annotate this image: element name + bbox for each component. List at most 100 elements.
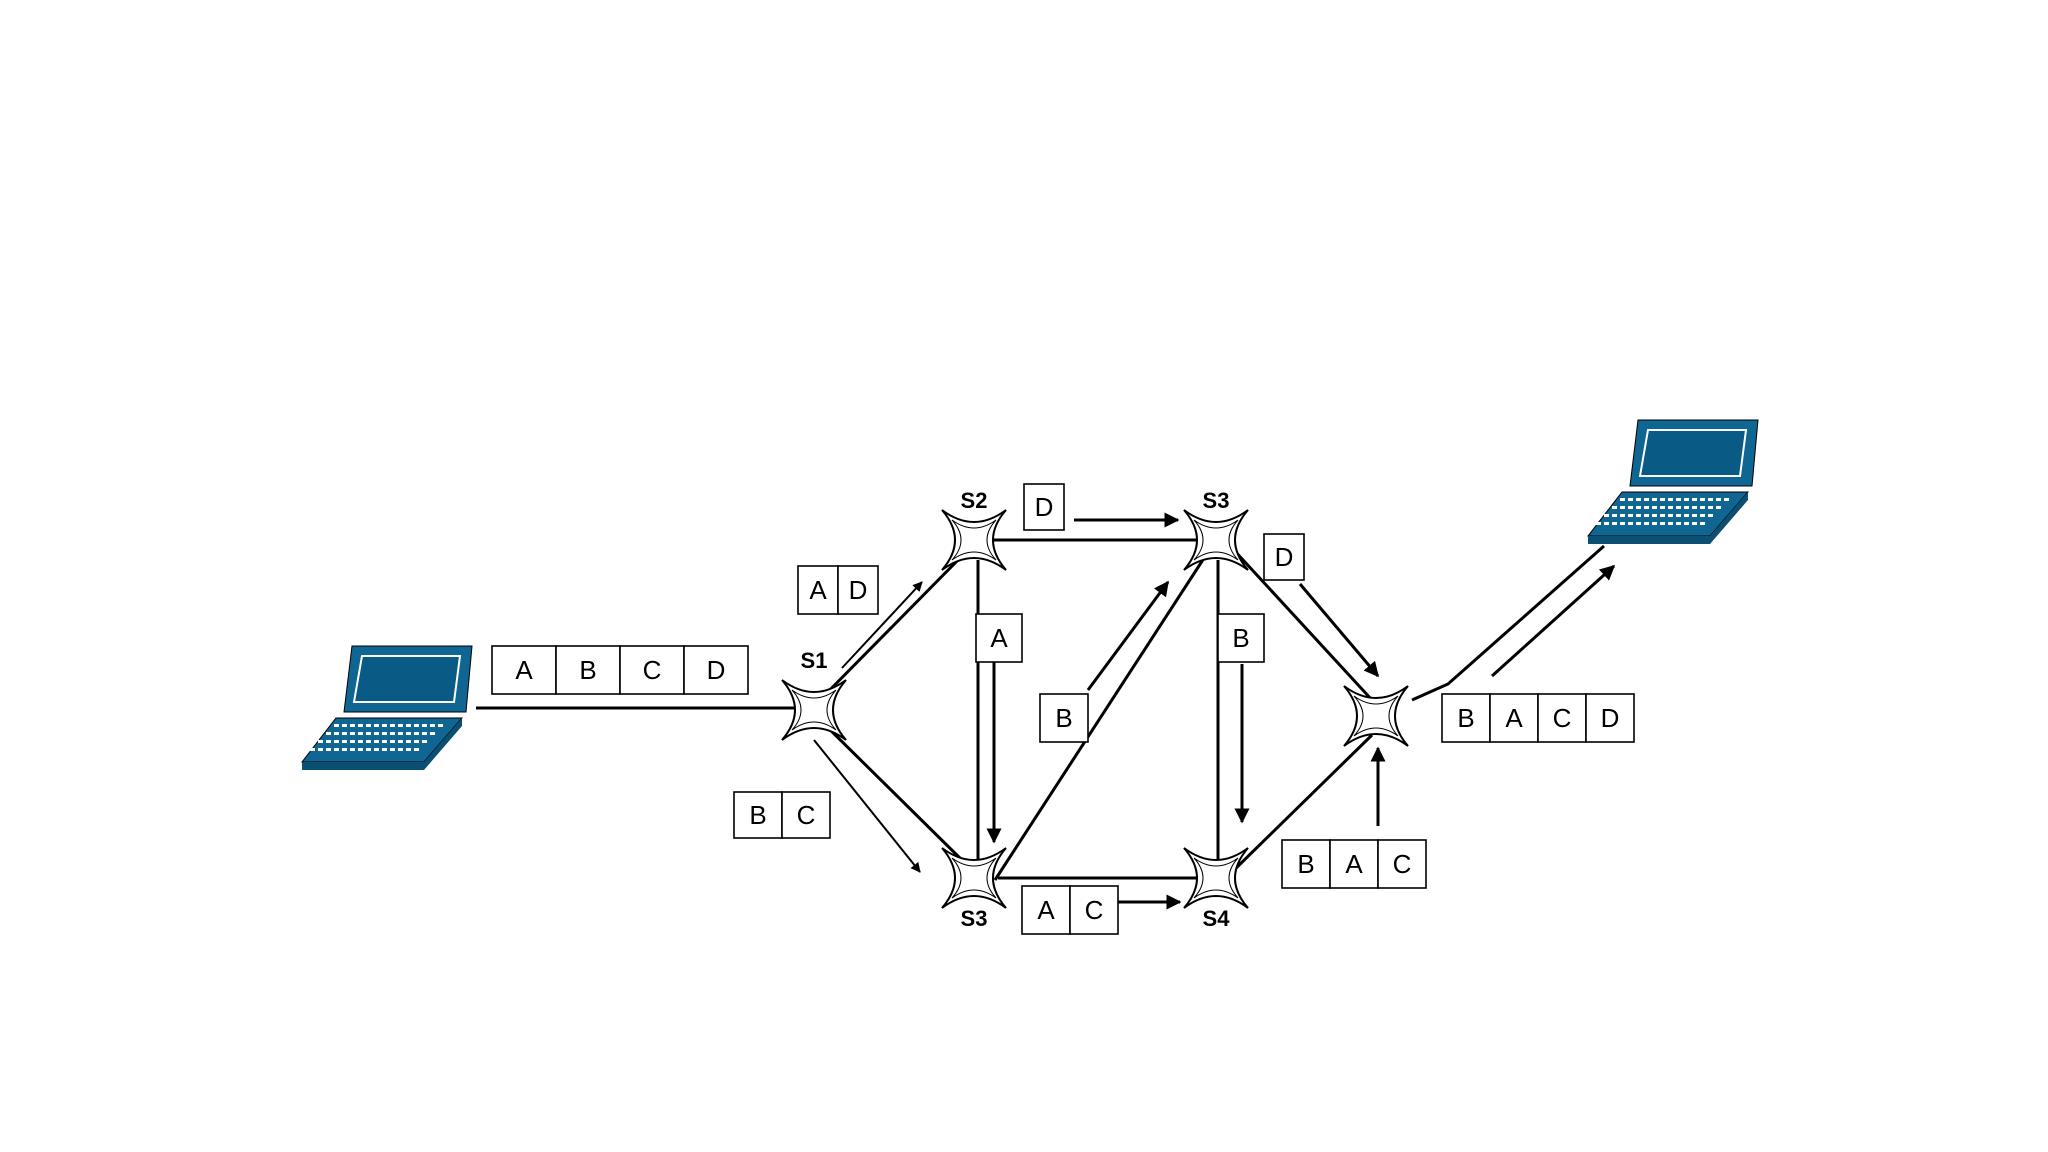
arrow-s3top-exit: [1298, 583, 1380, 678]
keyboard-key: [1620, 506, 1625, 509]
keyboard-key: [1700, 506, 1705, 509]
packet-box: [1537, 693, 1587, 743]
keyboard-key: [350, 724, 355, 727]
keyboard-key: [1700, 498, 1705, 501]
keyboard-key: [326, 748, 331, 751]
keyboard-key: [1604, 514, 1609, 517]
keyboard-key: [1708, 498, 1713, 501]
keyboard-key: [1652, 522, 1657, 525]
switch-icon: [1343, 685, 1409, 747]
keyboard-key: [334, 732, 339, 735]
keyboard-key: [358, 748, 363, 751]
keyboard-key: [398, 740, 403, 743]
switch-icon: [781, 679, 847, 741]
packet-box: [837, 565, 879, 615]
keyboard-key: [1628, 522, 1633, 525]
keyboard-key: [1700, 514, 1705, 517]
keyboard-key: [398, 748, 403, 751]
packet-box: [1329, 839, 1379, 889]
keyboard-key: [382, 740, 387, 743]
packet-label: D: [1601, 703, 1620, 733]
arrow-s3bottom-s3top: [1086, 580, 1170, 691]
keyboard-key: [1628, 498, 1633, 501]
keyboard-key: [1620, 514, 1625, 517]
keyboard-key: [366, 748, 371, 751]
destination-laptop-icon: [1586, 419, 1759, 544]
keyboard-key: [1684, 522, 1689, 525]
packet-box: [797, 565, 839, 615]
packet-label: B: [749, 800, 766, 830]
packet-box: [1489, 693, 1539, 743]
packet-box: [1281, 839, 1331, 889]
switch-label-s1: S1: [801, 648, 828, 673]
packet-label: A: [990, 623, 1008, 653]
keyboard-key: [1620, 498, 1625, 501]
keyboard-key: [326, 732, 331, 735]
keyboard-key: [390, 732, 395, 735]
keyboard-key: [334, 724, 339, 727]
keyboard-key: [1612, 522, 1617, 525]
keyboard-key: [398, 732, 403, 735]
keyboard-key: [1692, 522, 1697, 525]
keyboard-key: [1716, 498, 1721, 501]
packet-box: [1021, 885, 1071, 935]
keyboard-key: [366, 740, 371, 743]
keyboard-key: [374, 724, 379, 727]
keyboard-key: [1684, 498, 1689, 501]
keyboard-key: [1668, 498, 1673, 501]
keyboard-key: [1692, 514, 1697, 517]
keyboard-key: [406, 748, 411, 751]
keyboard-key: [414, 724, 419, 727]
keyboard-key: [430, 724, 435, 727]
packet-label: C: [643, 655, 662, 685]
keyboard-key: [1660, 498, 1665, 501]
packet-group-s3bottom-s3top: B: [1039, 693, 1089, 743]
source-laptop-icon: [300, 645, 473, 770]
keyboard-key: [326, 740, 331, 743]
packet-label: D: [849, 575, 868, 605]
packet-group-s2-s3bottom: A: [975, 613, 1023, 663]
keyboard-key: [374, 748, 379, 751]
keyboard-key: [1596, 522, 1601, 525]
keyboard-key: [1628, 514, 1633, 517]
keyboard-key: [1652, 506, 1657, 509]
link-s1-s3: [810, 710, 972, 870]
packet-box: [619, 645, 685, 695]
packet-label: C: [1085, 895, 1104, 925]
keyboard-key: [398, 724, 403, 727]
keyboard-key: [358, 724, 363, 727]
keyboard-key: [390, 748, 395, 751]
switch-label-s4: S4: [1203, 906, 1231, 931]
packet-label: A: [1345, 849, 1363, 879]
keyboard-key: [382, 748, 387, 751]
keyboard-key: [1636, 514, 1641, 517]
packet-label: B: [579, 655, 596, 685]
packet-box: [1263, 533, 1305, 581]
flow-arrows: [813, 512, 1616, 910]
packet-label: D: [1275, 542, 1294, 572]
arrow-s1-s3: [813, 739, 921, 873]
keyboard-key: [430, 732, 435, 735]
packet-box: [781, 791, 831, 839]
packet-box: [1377, 839, 1427, 889]
packet-label: A: [1037, 895, 1055, 925]
arrow-s1-s2: [841, 581, 923, 669]
packet-label: C: [1393, 849, 1412, 879]
packet-group-s3top-s4: B: [1217, 613, 1265, 663]
keyboard-key: [1716, 506, 1721, 509]
keyboard-key: [414, 732, 419, 735]
link-s3top-exit: [1230, 546, 1374, 702]
keyboard-key: [414, 748, 419, 751]
keyboard-key: [1652, 498, 1657, 501]
arrow-exit-destination: [1490, 564, 1616, 678]
keyboard-key: [1628, 506, 1633, 509]
keyboard-key: [1700, 522, 1705, 525]
packet-box: [1585, 693, 1635, 743]
keyboard-key: [1644, 506, 1649, 509]
keyboard-key: [1660, 506, 1665, 509]
keyboard-key: [374, 740, 379, 743]
